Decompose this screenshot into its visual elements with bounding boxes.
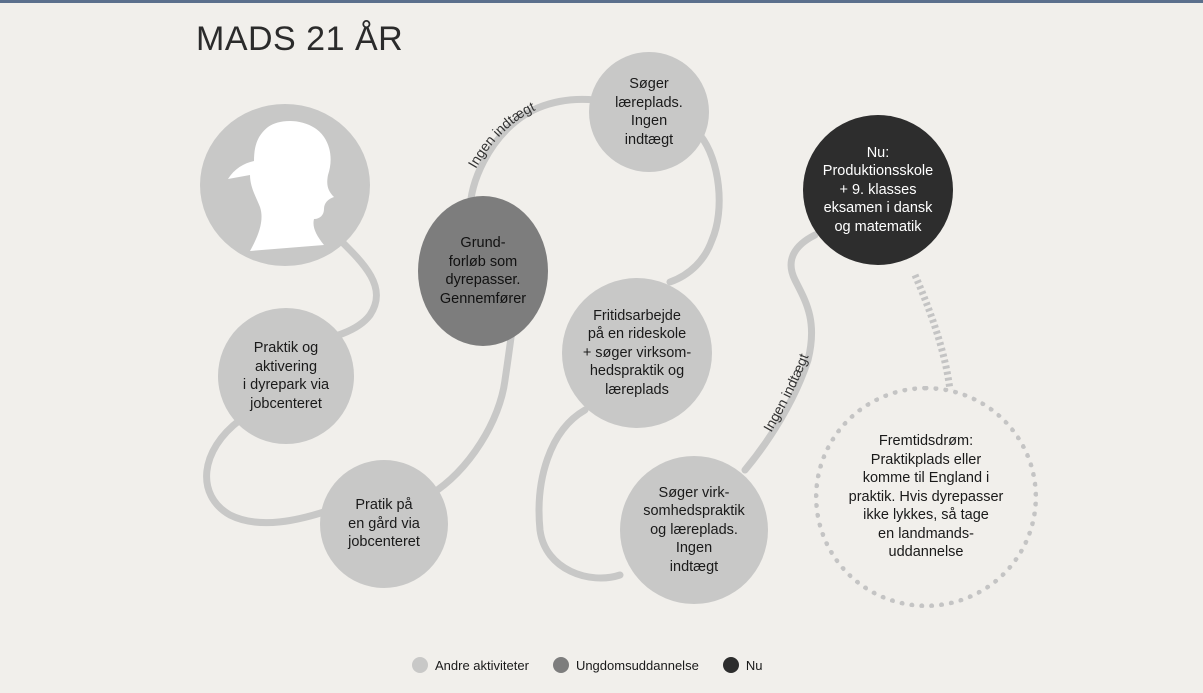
path-segment-pratik-to-grund xyxy=(426,326,516,499)
node-soeger-virksomhed: Søger virk- somhedspraktik og læreplads.… xyxy=(620,456,768,604)
path-label-right: Ingen indtægt xyxy=(760,351,812,434)
legend-label: Nu xyxy=(745,657,763,673)
node-label: Pratik på en gård via jobcenteret xyxy=(348,497,420,551)
node-label: Grund- forløb som dyrepasser. Gennemføre… xyxy=(439,235,527,307)
top-rule xyxy=(0,0,1203,3)
person-with-cap-icon xyxy=(228,121,334,251)
node-label: Søger virk- somhedspraktik og læreplads.… xyxy=(643,484,745,575)
path-segment-soegervirk-to-nu xyxy=(741,231,819,474)
node-label: Fritidsarbejde på en rideskole + søger v… xyxy=(582,307,692,398)
svg-text:Ingen indtægt: Ingen indtægt xyxy=(465,98,538,170)
node-label: Praktik og aktivering i dyrepark via job… xyxy=(242,340,330,412)
portrait-avatar xyxy=(200,104,370,266)
path-segment-fritid-to-soegervirk xyxy=(535,406,624,582)
node-pratik-gaard: Pratik på en gård via jobcenteret xyxy=(320,460,448,588)
node-label: Nu: Produktionsskole + 9. klasses eksame… xyxy=(822,144,934,235)
page-title: MADS 21 ÅR xyxy=(196,20,404,58)
svg-text:Ingen indtægt: Ingen indtægt xyxy=(760,351,812,434)
path-segment-grund-to-soeger xyxy=(466,95,599,216)
node-fritidsarbejde: Fritidsarbejde på en rideskole + søger v… xyxy=(562,278,712,428)
legend: Andre aktiviteter Ungdomsuddannelse Nu xyxy=(412,655,786,675)
node-soeger-laereplads: Søger læreplads. Ingen indtægt xyxy=(589,52,709,172)
node-fremtidsdroem: Fremtidsdrøm: Praktikplads eller komme t… xyxy=(814,386,1038,608)
node-grundforloeb: Grund- forløb som dyrepasser. Gennemføre… xyxy=(418,196,548,346)
legend-item-nu: Nu xyxy=(722,657,763,673)
legend-item-ungdom: Ungdomsuddannelse xyxy=(552,657,699,673)
legend-label: Ungdomsuddannelse xyxy=(575,657,699,673)
path-segment-praktik-to-pratik xyxy=(203,416,334,527)
path-segment-soeger-to-fritid xyxy=(666,131,723,286)
legend-dot-icon xyxy=(722,657,739,673)
node-nu: Nu: Produktionsskole + 9. klasses eksame… xyxy=(803,115,953,265)
node-label: Fremtidsdrøm: Praktikplads eller komme t… xyxy=(848,433,1004,561)
node-label: Søger læreplads. Ingen indtægt xyxy=(615,76,683,148)
legend-item-andre: Andre aktiviteter xyxy=(412,657,529,673)
node-praktik-aktivering: Praktik og aktivering i dyrepark via job… xyxy=(218,308,354,444)
path-segment-nu-to-dream xyxy=(911,273,954,391)
legend-label: Andre aktiviteter xyxy=(435,657,529,673)
legend-dot-icon xyxy=(552,657,569,673)
legend-dot-icon xyxy=(412,657,428,673)
path-label-top: Ingen indtægt xyxy=(465,98,538,170)
